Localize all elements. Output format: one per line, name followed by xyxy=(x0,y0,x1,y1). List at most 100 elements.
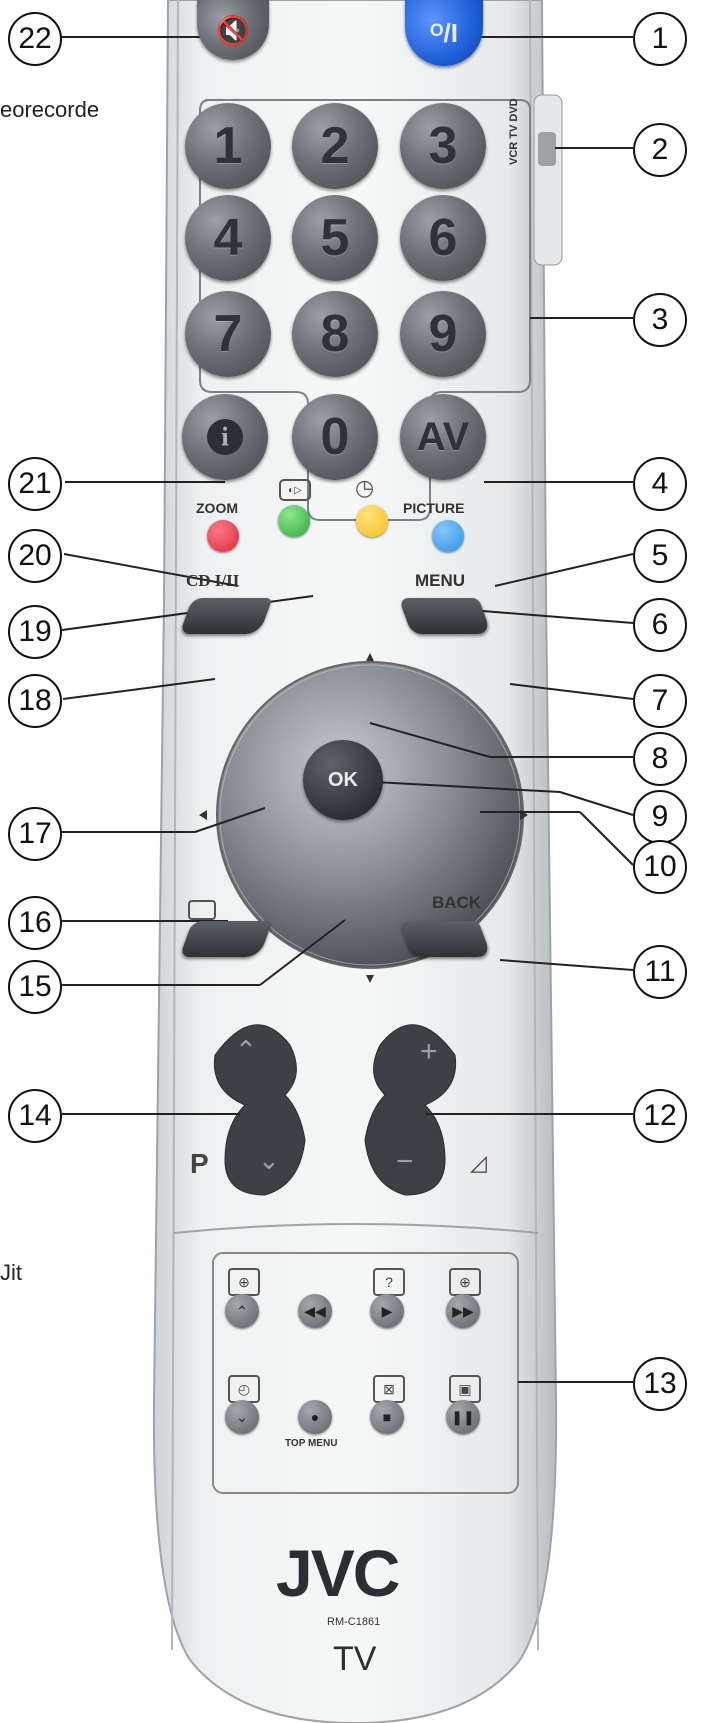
side-text-bottom: Jit xyxy=(0,1260,22,1285)
number-3-button[interactable]: 3 xyxy=(400,103,486,189)
play-icon: ▶ xyxy=(381,1302,393,1319)
hold-icon: ⊕ xyxy=(449,1268,481,1296)
green-button[interactable] xyxy=(278,505,310,537)
ok-button[interactable]: OK xyxy=(303,740,383,820)
cancel-icon: ⊠ xyxy=(373,1375,405,1403)
callout-1: 1 xyxy=(633,12,687,66)
menu-button[interactable] xyxy=(398,598,492,634)
menu-label: MENU xyxy=(415,571,466,590)
help-icon: ? xyxy=(373,1268,405,1296)
callout-19: 19 xyxy=(8,605,62,659)
number-1-button[interactable]: 1 xyxy=(185,103,271,189)
number-8-button[interactable]: 8 xyxy=(292,291,378,377)
record-button[interactable]: ● xyxy=(298,1400,332,1434)
number-2-button[interactable]: 2 xyxy=(292,103,378,189)
dpad-up-button[interactable] xyxy=(280,665,460,735)
av-label: AV xyxy=(416,414,470,459)
callout-6: 6 xyxy=(633,598,687,652)
volume-down-icon: − xyxy=(396,1145,414,1178)
play-button[interactable]: ▶ xyxy=(370,1294,404,1328)
mute-icon: 🔇 xyxy=(215,14,251,46)
dvd-down-button[interactable]: ⌄ xyxy=(225,1400,259,1434)
blue-picture-button[interactable] xyxy=(432,520,464,552)
number-5-button[interactable]: 5 xyxy=(292,195,378,281)
text-teletext-icon xyxy=(188,900,216,920)
callout-11: 11 xyxy=(633,945,687,999)
callout-4: 4 xyxy=(633,457,687,511)
dpad-right-button[interactable] xyxy=(450,730,520,900)
number-7-button[interactable]: 7 xyxy=(185,291,271,377)
callout-7: 7 xyxy=(633,674,687,728)
callout-18: 18 xyxy=(8,674,62,728)
size-icon: ▣ xyxy=(449,1375,481,1403)
callout-15: 15 xyxy=(8,960,62,1014)
channel-down-icon: ⌄ xyxy=(258,1145,280,1175)
chevron-down-icon: ⌄ xyxy=(236,1408,248,1425)
dpad-down-button[interactable] xyxy=(280,895,460,965)
info-icon: i xyxy=(207,419,243,455)
number-9-button[interactable]: 9 xyxy=(400,291,486,377)
mode-switch-label: VCR TV DVD xyxy=(508,98,520,165)
top-menu-label: TOP MENU xyxy=(285,1438,338,1449)
record-icon: ● xyxy=(310,1409,320,1425)
power-button[interactable]: ᴼ/I xyxy=(405,0,483,66)
back-label: BACK xyxy=(432,893,482,912)
page-up-icon: ⊕ xyxy=(228,1268,260,1296)
callout-10: 10 xyxy=(633,840,687,894)
fast-forward-button[interactable]: ▶▶ xyxy=(446,1294,480,1328)
subtitle-icon: ◐▷ xyxy=(279,479,311,501)
mute-button[interactable]: 🔇 xyxy=(197,0,269,60)
zoom-label: ZOOM xyxy=(196,500,238,516)
callout-14: 14 xyxy=(8,1089,62,1143)
power-icon: ᴼ/I xyxy=(430,17,458,48)
dvd-up-button[interactable]: ⌃ xyxy=(225,1294,259,1328)
yellow-button[interactable] xyxy=(356,505,388,537)
dpad-left-button[interactable] xyxy=(220,730,290,900)
channel-down-button[interactable] xyxy=(228,1115,308,1195)
callout-12: 12 xyxy=(633,1089,687,1143)
av-button[interactable]: AV xyxy=(400,394,486,480)
rewind-icon: ◀◀ xyxy=(304,1302,326,1319)
mono-stereo-label: CD I/II xyxy=(186,571,240,590)
number-1-label: 1 xyxy=(213,117,243,175)
number-9-label: 9 xyxy=(428,305,458,363)
callout-8: 8 xyxy=(633,732,687,786)
callout-20: 20 xyxy=(8,529,62,583)
number-7-label: 7 xyxy=(213,305,243,363)
number-4-button[interactable]: 4 xyxy=(185,195,271,281)
callout-3: 3 xyxy=(633,293,687,347)
volume-up-icon: + xyxy=(420,1035,438,1068)
number-8-label: 8 xyxy=(320,305,350,363)
side-text-top: eorecorde xyxy=(0,97,100,122)
red-zoom-button[interactable] xyxy=(207,520,239,552)
tv-label: TV xyxy=(333,1640,377,1678)
ok-label: OK xyxy=(328,768,358,791)
number-6-button[interactable]: 6 xyxy=(400,195,486,281)
stop-icon: ■ xyxy=(382,1409,392,1425)
info-button[interactable]: i xyxy=(182,394,268,480)
number-2-label: 2 xyxy=(320,117,350,175)
volume-up-button[interactable] xyxy=(378,1040,458,1110)
rewind-button[interactable]: ◀◀ xyxy=(298,1294,332,1328)
callout-17: 17 xyxy=(8,807,62,861)
fast-forward-icon: ▶▶ xyxy=(452,1302,474,1319)
channel-label: P xyxy=(190,1148,209,1179)
sleep-icon: ◷ xyxy=(355,475,375,500)
pause-icon: ❚❚ xyxy=(451,1408,475,1425)
brand-logo: JVC xyxy=(276,1536,400,1610)
picture-label: PICTURE xyxy=(403,500,465,516)
number-4-label: 4 xyxy=(213,209,243,267)
callout-9: 9 xyxy=(633,790,687,844)
model-number: RM-C1861 xyxy=(327,1616,381,1628)
clock-icon: ◴ xyxy=(228,1375,260,1403)
volume-down-button[interactable] xyxy=(365,1115,445,1195)
number-6-label: 6 xyxy=(428,209,458,267)
number-0-button[interactable]: 0 xyxy=(292,394,378,480)
stop-button[interactable]: ■ xyxy=(370,1400,404,1434)
channel-up-button[interactable] xyxy=(218,1040,298,1110)
pause-button[interactable]: ❚❚ xyxy=(446,1400,480,1434)
callout-22: 22 xyxy=(8,12,62,66)
callout-16: 16 xyxy=(8,896,62,950)
channel-up-icon: ⌃ xyxy=(235,1035,257,1065)
number-0-label: 0 xyxy=(320,408,350,466)
